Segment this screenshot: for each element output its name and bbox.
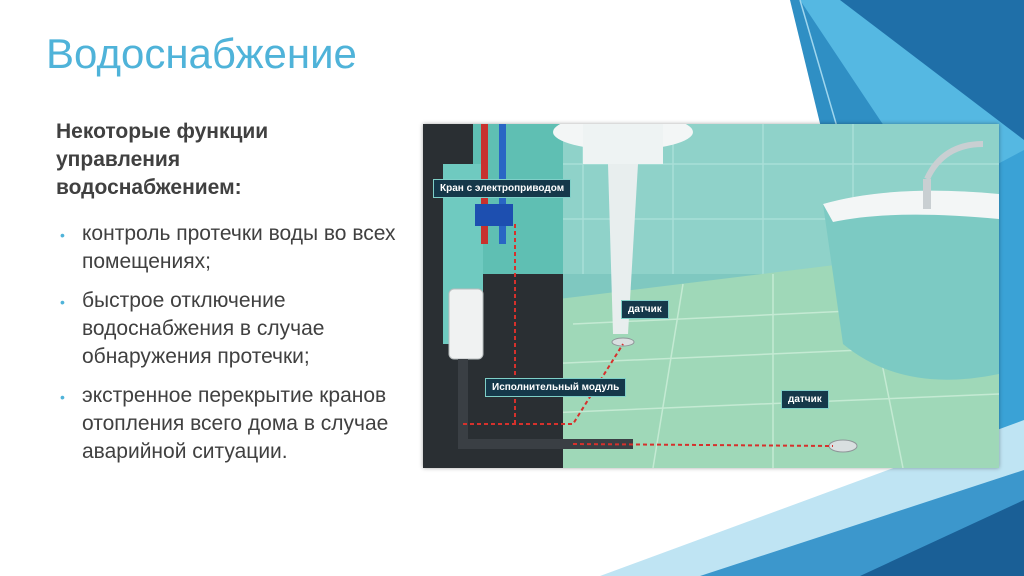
bullet-icon: • <box>60 294 65 310</box>
bullet-icon: • <box>60 227 65 243</box>
bathroom-illustration: Кран с электроприводом датчик Исполнител… <box>423 124 999 468</box>
callout-sensor-2-label: датчик <box>781 390 829 409</box>
bathroom-drawing <box>423 124 999 468</box>
bullet-item: • экстренное перекрытие кранов отопления… <box>56 382 416 466</box>
bullet-item: • быстрое отключение водоснабжения в слу… <box>56 287 416 371</box>
callout-valve-label: Кран с электроприводом <box>433 179 572 198</box>
callout-sensor-1-label: датчик <box>621 300 669 319</box>
bullet-text: экстренное перекрытие кранов отопления в… <box>82 384 389 463</box>
bullet-list: • контроль протечки воды во всех помещен… <box>56 220 416 477</box>
bullet-icon: • <box>60 389 65 405</box>
slide-title: Водоснабжение <box>46 30 357 77</box>
callout-module-label: Исполнительный модуль <box>485 378 627 397</box>
bullet-text: быстрое отключение водоснабжения в случа… <box>82 289 325 368</box>
bullet-text: контроль протечки воды во всех помещения… <box>82 222 396 273</box>
bullet-item: • контроль протечки воды во всех помещен… <box>56 220 416 276</box>
intro-text: Некоторые функции управления водоснабжен… <box>56 120 269 199</box>
